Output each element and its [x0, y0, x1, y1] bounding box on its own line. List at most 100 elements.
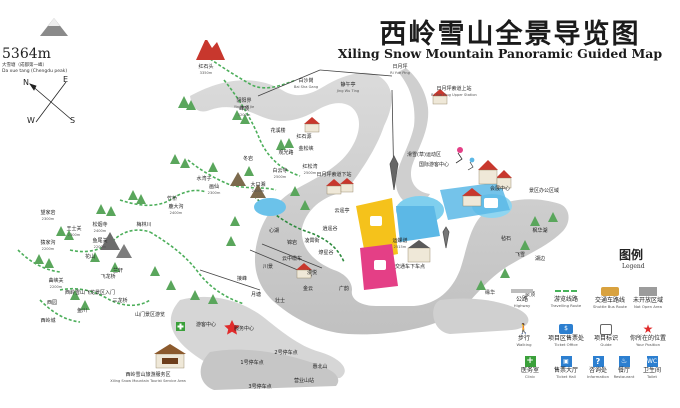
place-label-en: Ri Yue Ping Upper Station: [431, 93, 477, 97]
place-label-jinsuxia: 金松峡: [298, 146, 313, 152]
place-label-cn: 白云寺: [272, 168, 288, 174]
place-label-xinhu: 心湖: [269, 228, 279, 234]
place-label-en: 2200m: [49, 285, 63, 289]
place-label-cn: 红石头: [198, 64, 214, 70]
place-label-zhuqiaoyan: 竹桥: [167, 196, 177, 202]
place-label-cn: 营业山站: [293, 378, 315, 384]
place-label-cn: 交通车下车点: [394, 264, 426, 270]
place-label-cn: 漫悦: [306, 270, 318, 276]
mountain-icons: [40, 18, 266, 258]
legend-label-en: Your Position: [635, 342, 661, 347]
legend-label-cn: 公路: [515, 296, 528, 303]
place-label-en: 2500m: [273, 175, 287, 179]
place-label-cn: 山门景区游览: [134, 312, 166, 318]
place-label-jingdian-zhanche: 营业山站: [294, 378, 314, 384]
place-label-cn: 鱼川: [76, 308, 88, 314]
place-label-cn: 飞雪: [514, 252, 526, 258]
place-label-cn: 日月坪索道上站: [436, 86, 472, 92]
place-label-cn: 日月坪: [392, 64, 408, 70]
legend-label-en: Ticket Office: [554, 342, 578, 347]
place-label-cn: 飞龙桥: [100, 274, 116, 280]
place-label-cn: 运螺谱: [392, 238, 408, 244]
place-label-cn: 壮士: [274, 298, 286, 304]
compass-e: E: [63, 75, 69, 84]
place-label-hongshiyuan: 红石源: [296, 134, 311, 140]
legend-label-cn: 医务室: [520, 367, 539, 374]
place-label-meilinchuan: 梅林川: [136, 222, 151, 228]
towers: [389, 155, 450, 249]
legend-label-en: Toilet: [647, 374, 657, 379]
place-label-lanxuan: 兰轩: [113, 268, 123, 274]
place-label-cn: 画仙: [208, 184, 219, 190]
legend-label-cn: 项目区售票处: [547, 335, 584, 342]
place-label-cn: 西岭雪山旅游服务区: [125, 372, 171, 378]
place-label-shuiwanzi: 水湾子: [196, 176, 211, 182]
legend-label-cn: 步行: [517, 335, 530, 342]
place-label-en: 2200m: [93, 245, 107, 249]
skier-figures: [455, 147, 475, 171]
place-label-jingqu-office: 景区办公区域: [529, 188, 559, 194]
place-label-cn: 云中缆车: [281, 256, 303, 262]
place-label-lianhuaxing: 国际游客中心: [419, 162, 449, 168]
place-label-cn: 心湖: [268, 228, 280, 234]
place-label-cn: 红松湾: [302, 164, 318, 170]
legend-label-cn: 交通车路线: [594, 297, 625, 304]
place-label-cn: 广韵: [338, 286, 350, 292]
place-label-cn: 燎星谷: [318, 250, 334, 256]
walking-icon: 🚶: [517, 324, 531, 335]
place-label-fei-xue: 飞雪: [515, 252, 525, 258]
place-label-yuanhua: 缘华: [485, 290, 495, 296]
you-are-here-star: [224, 320, 240, 335]
place-label-cn: 花山: [84, 254, 96, 260]
place-label-huayilou: 花溪楼: [270, 128, 285, 134]
place-label-xiaoyao: 逍遥谷: [322, 226, 337, 232]
legend-title: 图例: [619, 248, 644, 262]
place-label-en: 2200m: [41, 247, 55, 251]
legend-label-cn: 你所在的位置: [629, 335, 666, 342]
compass-s: S: [70, 116, 76, 125]
place-label-feilongqiao: 飞龙桥: [100, 274, 115, 280]
place-label-cn: 白沙岗: [298, 78, 314, 84]
legend-label-cn: 餐厅: [617, 367, 630, 374]
place-label-cn: 毡石: [500, 236, 512, 242]
place-label-cn: 三龙桥: [112, 298, 128, 304]
place-label-cn: 峰顶: [238, 106, 249, 112]
red-star-icon: ★: [642, 322, 654, 336]
sign-icon: [578, 324, 634, 335]
place-label-liaoxinggu: 燎星谷: [318, 250, 333, 256]
legend-label-en: Ticket Hall: [556, 374, 576, 379]
place-label-cn: 王士关: [66, 226, 82, 232]
place-label-cn: 服务中心: [233, 326, 255, 332]
legend-label-en: Not Open Area: [634, 304, 662, 309]
place-label-yunyaoting: 云遥亭: [334, 208, 349, 214]
place-label-chuanjing: 川景: [263, 264, 273, 270]
place-label-en: Ri Yue Ping: [390, 71, 410, 75]
place-label-cn: 月塘: [250, 292, 262, 298]
place-label-manyue: 漫悦: [307, 270, 317, 276]
place-label-en: 2300m: [67, 233, 81, 237]
place-label-yun-cable: 云中缆车: [282, 256, 302, 262]
place-label-en: 3200m: [237, 113, 251, 117]
place-label-en: Yin Yang Jie: [233, 105, 255, 109]
place-label-xiyuan: 西园: [47, 300, 57, 306]
place-label-cn: 接峰: [236, 276, 248, 282]
place-label-cn: 花溪楼: [270, 128, 286, 134]
legend-label-cn: 卫生间: [642, 367, 661, 374]
place-label-yuchuan: 鱼川: [77, 308, 87, 314]
